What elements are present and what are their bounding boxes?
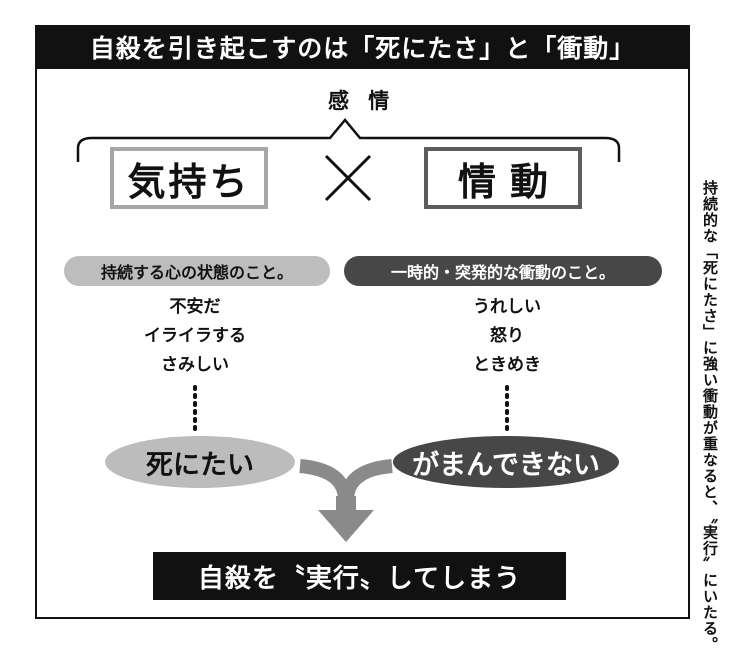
jodo-example: ときめき bbox=[473, 355, 541, 375]
result-bar: 自殺を〝実行〟してしまう bbox=[153, 552, 566, 600]
jodo-definition-pill: 一時的・突発的な衝動のこと。 bbox=[344, 256, 662, 286]
shinitai-oval: 死にたい bbox=[105, 436, 295, 488]
kimochi-example: さみしい bbox=[161, 355, 229, 375]
jodo-example: うれしい bbox=[473, 297, 541, 317]
merge-arrow-icon bbox=[299, 459, 393, 542]
title-bar: 自殺を引き起こすのは「死にたさ」と「衝動」 bbox=[35, 25, 690, 69]
kimochi-example: イライラする bbox=[144, 326, 246, 346]
kimochi-definition-pill: 持続する心の状態のこと。 bbox=[64, 256, 330, 286]
kimochi-example-list: 不安だ イライラする さみしい bbox=[116, 293, 274, 380]
kimochi-example: 不安だ bbox=[169, 297, 221, 317]
emotion-label: 感 情 bbox=[328, 89, 396, 113]
page-title: 自殺を引き起こすのは「死にたさ」と「衝動」 bbox=[89, 34, 636, 63]
emotion-brace bbox=[76, 118, 621, 162]
side-caption: 持続的な「死にたさ」に強い衝動が重なると、〝実行〟にいたる。 bbox=[701, 180, 719, 653]
result-label: 自殺を〝実行〟してしまう bbox=[197, 563, 522, 594]
kimochi-box: 気持ち bbox=[110, 147, 268, 209]
jodo-box: 情動 bbox=[424, 147, 582, 209]
jodo-example: 怒り bbox=[490, 326, 524, 346]
times-icon bbox=[324, 154, 372, 202]
jodo-example-list: うれしい 怒り ときめき bbox=[428, 293, 586, 380]
gaman-dekinai-oval: がまんできない bbox=[393, 436, 619, 488]
